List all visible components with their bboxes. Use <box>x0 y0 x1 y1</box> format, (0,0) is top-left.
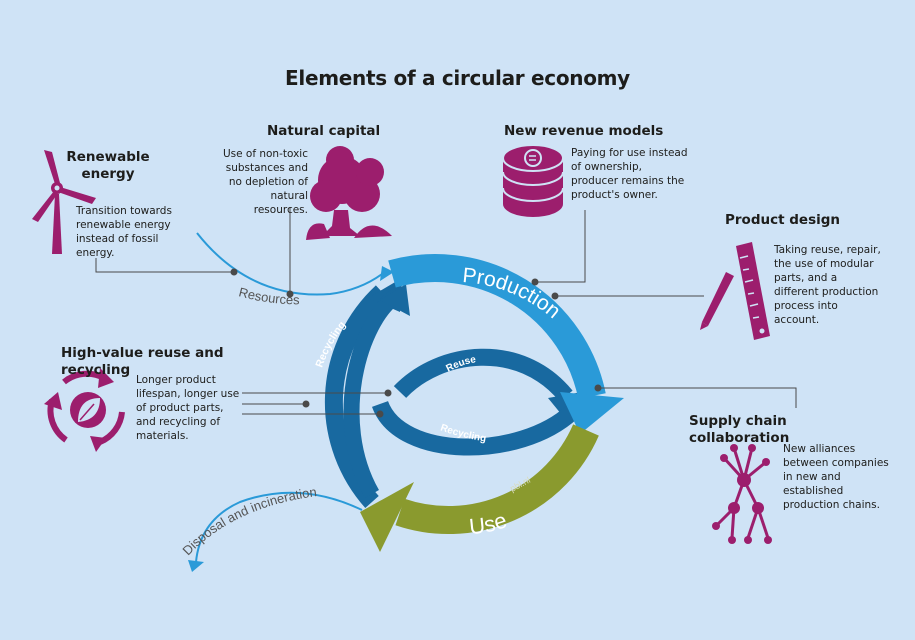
disposal-arrow-icon <box>188 560 204 572</box>
reuse-loop <box>393 348 573 402</box>
disposal-flow-line <box>195 491 363 563</box>
product-design-description: Taking reuse, repair, the use of modular… <box>774 244 881 326</box>
connector-dots <box>230 268 602 418</box>
pencil-ruler-icon <box>700 242 770 340</box>
production-arc <box>388 254 606 400</box>
page-title: Elements of a circular economy <box>285 66 630 90</box>
revenue-models-description: Paying for use instead of ownership, pro… <box>571 147 688 201</box>
tree-icon <box>306 146 392 240</box>
supply-chain-heading: Supply chain collaboration <box>689 413 790 446</box>
recycle-arrowheads <box>44 368 114 452</box>
inner-loop-back <box>343 289 401 498</box>
network-icon <box>712 444 772 544</box>
reuse-recycling-heading: High-value reuse and recycling <box>61 345 224 378</box>
disposal-label: Disposal and incineration <box>179 484 317 558</box>
natural-capital-description: Use of non-toxic substances and no deple… <box>222 148 308 216</box>
renewable-energy-description: Transition towards renewable energy inst… <box>76 205 172 259</box>
resources-flow-line <box>196 232 383 296</box>
revenue-models-heading: New revenue models <box>504 123 664 139</box>
use-arc <box>395 424 599 535</box>
reuse-recycling-description: Longer product lifespan, longer use of p… <box>136 374 240 442</box>
natural-capital-heading: Natural capital <box>267 123 381 139</box>
outer-recycling-arc <box>324 285 389 508</box>
use-arrow-icon <box>360 482 414 552</box>
inner-recycling-loop <box>372 400 578 456</box>
inner-loop-arrow-icon <box>380 284 410 316</box>
product-design-heading: Product design <box>725 212 841 228</box>
coin-stack-icon <box>502 144 564 217</box>
connector-lines <box>95 207 797 415</box>
production-arrow-icon <box>560 392 624 434</box>
renewable-energy-heading: Renewable energy <box>66 149 150 182</box>
wind-turbine-icon <box>32 150 96 254</box>
resources-arrow-icon <box>380 266 394 281</box>
supply-chain-description: New alliances between companies in new a… <box>783 443 889 511</box>
leaf-icon <box>70 392 106 428</box>
